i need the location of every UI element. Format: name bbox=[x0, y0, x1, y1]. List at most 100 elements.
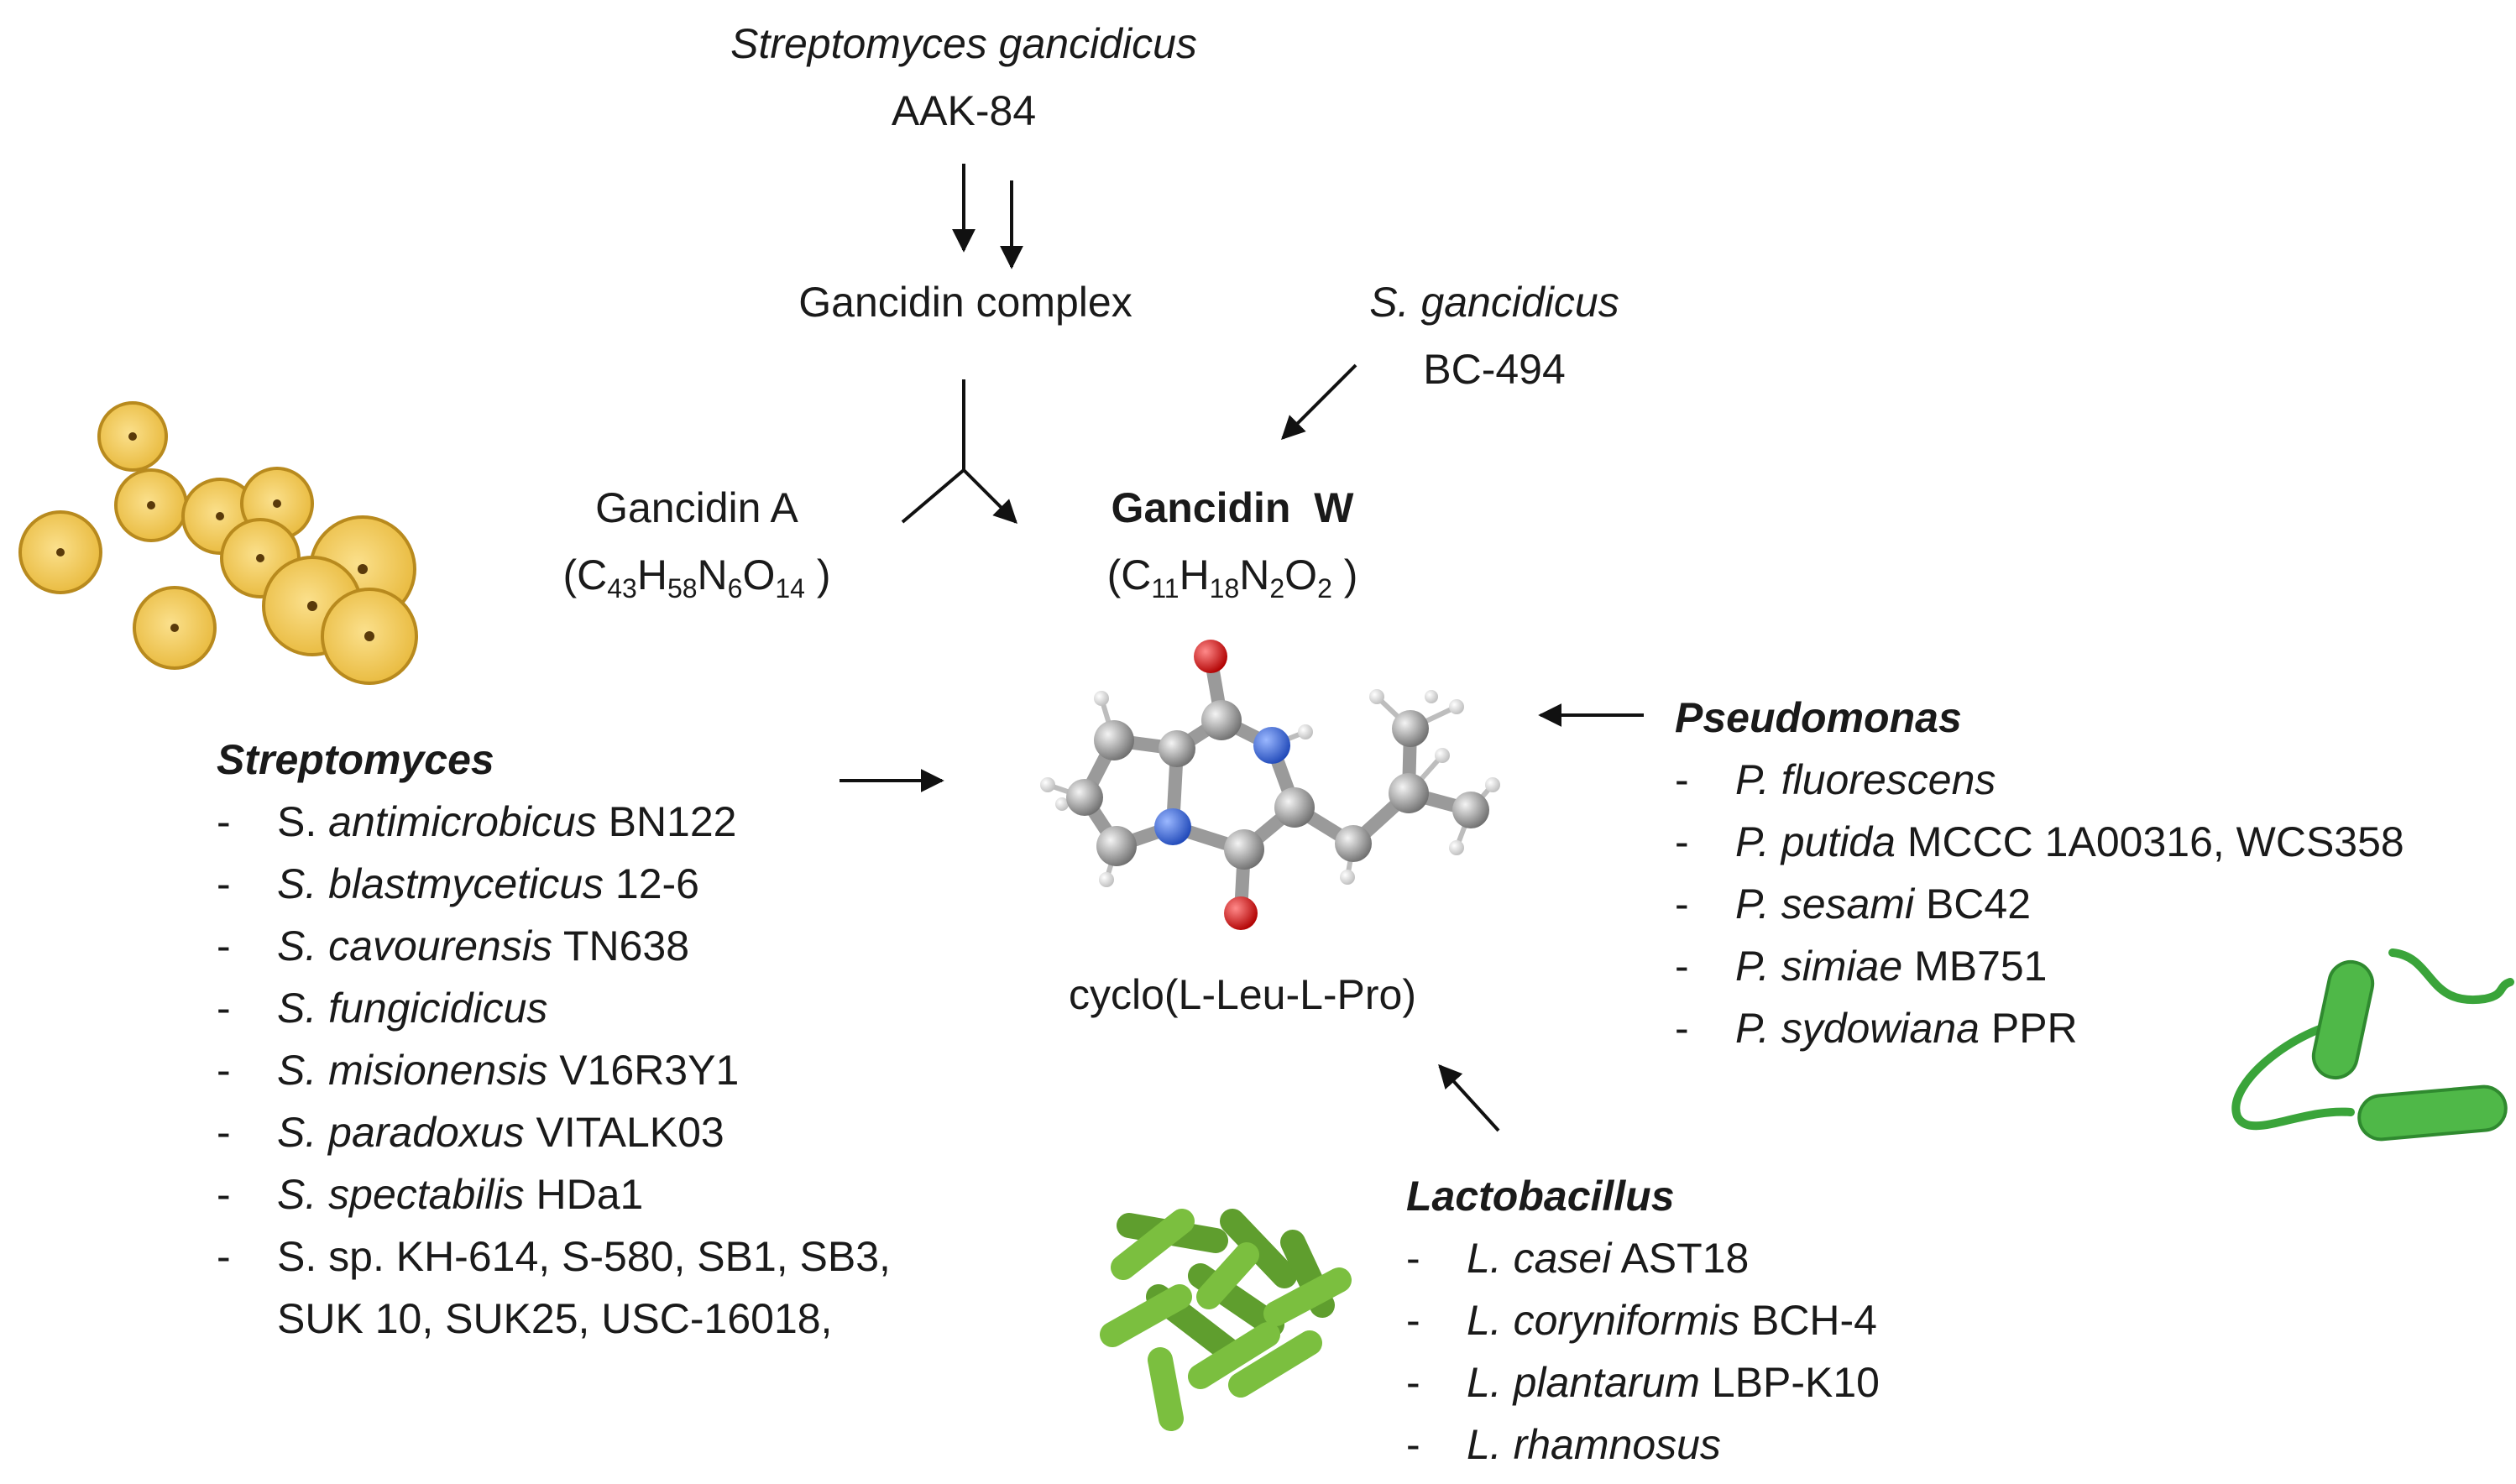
list-item-text: S. spectabilis HDa1 bbox=[277, 1163, 643, 1225]
list-item: -S. sp. KH-614, S-580, SB1, SB3, bbox=[217, 1225, 891, 1288]
list-item: -S. blastmyceticus 12-6 bbox=[217, 853, 891, 915]
species-name: P. sydowiana bbox=[1735, 1005, 1980, 1052]
lactobacillus-list: Lactobacillus -L. casei AST18-L. corynif… bbox=[1406, 1165, 1880, 1476]
strain-text: V16R3Y1 bbox=[547, 1047, 740, 1094]
strain-text: LBP-K10 bbox=[1699, 1359, 1880, 1406]
strain-text: HDa1 bbox=[524, 1171, 644, 1218]
streptomyces-title: Streptomyces bbox=[217, 736, 494, 783]
species-name: L. rhamnosus bbox=[1467, 1421, 1721, 1468]
strain-text: TN638 bbox=[552, 922, 689, 969]
list-dash: - bbox=[217, 798, 231, 845]
species-name: L. coryniformis bbox=[1467, 1297, 1740, 1344]
species-name: P. fluorescens bbox=[1735, 756, 1996, 803]
list-item: -P. simiae MB751 bbox=[1675, 935, 2404, 997]
strain-text: 12-6 bbox=[604, 860, 699, 907]
list-item-text: P. sesami BC42 bbox=[1735, 873, 2031, 935]
formula-text: ) bbox=[804, 551, 831, 598]
arrow-bc494-to-gancidin-w bbox=[1281, 363, 1357, 440]
list-item-text: L. plantarum LBP-K10 bbox=[1467, 1351, 1880, 1413]
list-item-text: S. misionensis V16R3Y1 bbox=[277, 1039, 739, 1101]
top-source-species: Streptomyces gancidicus bbox=[730, 20, 1197, 67]
species-name: P. simiae bbox=[1735, 943, 1903, 990]
list-item-text: P. fluorescens bbox=[1735, 749, 1996, 811]
list-item-text: S. sp. KH-614, S-580, SB1, SB3, bbox=[277, 1225, 891, 1288]
strain-text: BCH-4 bbox=[1739, 1297, 1877, 1344]
gancidin-w-name: Gancidin W bbox=[1111, 484, 1354, 531]
second-source-strain: BC-494 bbox=[1423, 346, 1566, 393]
gancidin-a-formula: (C43H58N6O14 ) bbox=[562, 550, 831, 602]
strain-text: AST18 bbox=[1611, 1235, 1750, 1282]
list-dash: - bbox=[217, 985, 231, 1032]
list-dash: - bbox=[217, 1047, 231, 1094]
formula-text: H bbox=[1179, 551, 1210, 598]
species-name: P. putida bbox=[1735, 818, 1896, 865]
arrow-lactobacillus-to-molecule bbox=[1438, 1063, 1500, 1132]
list-item: -S. misionensis V16R3Y1 bbox=[217, 1039, 891, 1101]
list-item-text: L. casei AST18 bbox=[1467, 1227, 1749, 1289]
list-dash: - bbox=[217, 1109, 231, 1156]
list-item: -L. rhamnosus bbox=[1406, 1413, 1880, 1476]
species-name: P. sesami bbox=[1735, 880, 1915, 928]
formula-subscript: 2 bbox=[1269, 573, 1285, 604]
streptomyces-items: -S. antimicrobicus BN122-S. blastmycetic… bbox=[217, 791, 891, 1288]
formula-text: (C bbox=[1106, 551, 1152, 598]
gancidin-complex-label: Gancidin complex bbox=[798, 279, 1132, 326]
strain-text: PPR bbox=[1979, 1005, 2078, 1052]
molecule-cyclo-leu-pro bbox=[1040, 640, 1500, 930]
list-item-text: S. blastmyceticus 12-6 bbox=[277, 853, 699, 915]
streptomyces-colony-illustration bbox=[18, 401, 418, 685]
formula-subscript: 6 bbox=[727, 573, 743, 604]
formula-text: O bbox=[1284, 551, 1318, 598]
list-dash: - bbox=[217, 922, 231, 969]
species-name: S. misionensis bbox=[277, 1047, 548, 1094]
formula-text: H bbox=[636, 551, 667, 598]
list-item: -S. cavourensis TN638 bbox=[217, 915, 891, 977]
list-item-text: P. simiae MB751 bbox=[1735, 935, 2048, 997]
list-item: -S. spectabilis HDa1 bbox=[217, 1163, 891, 1225]
formula-text: N bbox=[697, 551, 728, 598]
list-item: -S. fungicidicus bbox=[217, 977, 891, 1039]
list-dash: - bbox=[217, 860, 231, 907]
list-item: -S. paradoxus VITALK03 bbox=[217, 1101, 891, 1163]
strain-text: S. sp. KH-614, S-580, SB1, SB3, bbox=[277, 1233, 891, 1280]
arrows bbox=[840, 164, 1644, 1132]
list-dash: - bbox=[1406, 1235, 1420, 1282]
strain-text: S. bbox=[277, 798, 329, 845]
formula-subscript: 58 bbox=[667, 573, 698, 604]
species-name: L. casei bbox=[1467, 1235, 1612, 1282]
second-source-species: S. gancidicus bbox=[1369, 279, 1619, 326]
streptomyces-list: Streptomyces -S. antimicrobicus BN122-S.… bbox=[217, 729, 891, 1350]
list-item: -L. coryniformis BCH-4 bbox=[1406, 1289, 1880, 1351]
list-dash: - bbox=[217, 1171, 231, 1218]
species-name: S. blastmyceticus bbox=[277, 860, 604, 907]
arrow-complex-split bbox=[901, 379, 1016, 522]
list-dash: - bbox=[1675, 818, 1689, 865]
formula-subscript: 18 bbox=[1209, 573, 1240, 604]
list-dash: - bbox=[1675, 756, 1689, 803]
species-name: antimicrobicus bbox=[328, 798, 597, 845]
formula-text: N bbox=[1239, 551, 1270, 598]
list-item-text: L. rhamnosus bbox=[1467, 1413, 1721, 1476]
list-dash: - bbox=[217, 1233, 231, 1280]
species-name: S. paradoxus bbox=[277, 1109, 525, 1156]
list-item: -L. casei AST18 bbox=[1406, 1227, 1880, 1289]
list-dash: - bbox=[1406, 1359, 1420, 1406]
streptomyces-continuation: SUK 10, SUK25, USC-16018, bbox=[277, 1295, 833, 1342]
list-item: -P. sesami BC42 bbox=[1675, 873, 2404, 935]
list-dash: - bbox=[1406, 1297, 1420, 1344]
list-item: -P. putida MCCC 1A00316, WCS358 bbox=[1675, 811, 2404, 873]
species-name: S. spectabilis bbox=[277, 1171, 525, 1218]
strain-text: VITALK03 bbox=[524, 1109, 724, 1156]
list-item-text: S. paradoxus VITALK03 bbox=[277, 1101, 724, 1163]
formula-text: O bbox=[742, 551, 776, 598]
pseudomonas-title: Pseudomonas bbox=[1675, 694, 1962, 741]
list-dash: - bbox=[1406, 1421, 1420, 1468]
strain-text: BN122 bbox=[596, 798, 737, 845]
strain-text: MCCC 1A00316, WCS358 bbox=[1895, 818, 2404, 865]
list-dash: - bbox=[1675, 880, 1689, 928]
top-source-strain: AAK-84 bbox=[891, 87, 1037, 134]
list-item-text: P. sydowiana PPR bbox=[1735, 997, 2078, 1059]
list-dash: - bbox=[1675, 1005, 1689, 1052]
list-item-text: P. putida MCCC 1A00316, WCS358 bbox=[1735, 811, 2404, 873]
